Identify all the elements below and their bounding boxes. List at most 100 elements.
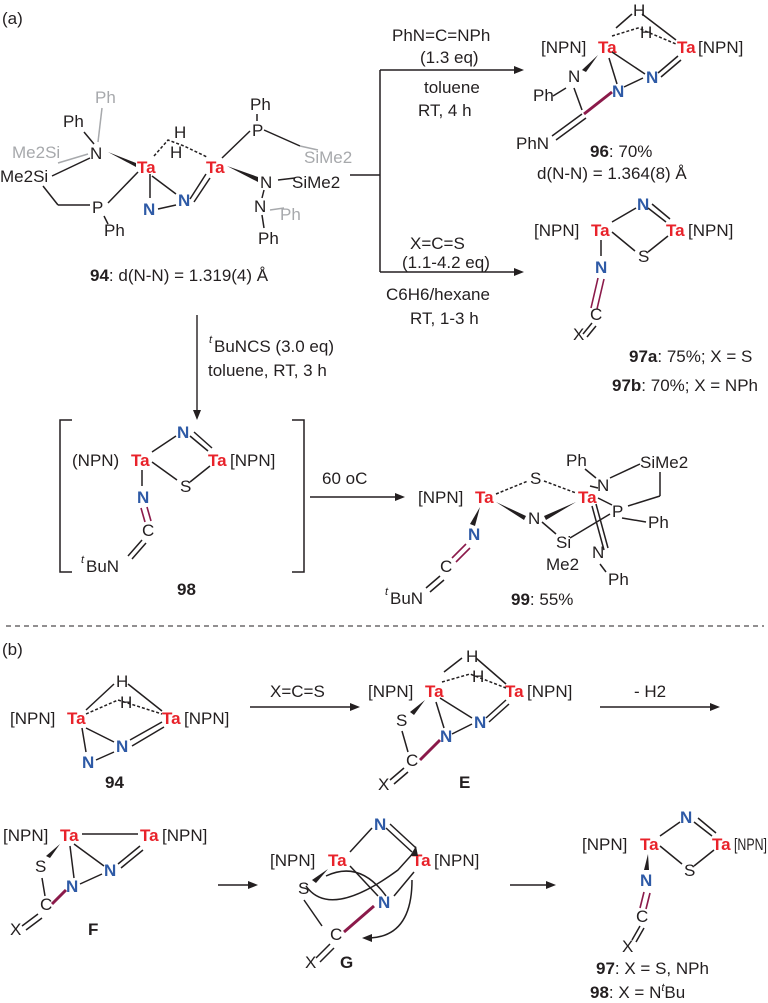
tantalum-label: Ta — [475, 488, 494, 507]
dinitrogen-n-label: N — [178, 191, 190, 210]
phenyl-label: Ph — [250, 95, 271, 114]
x-label: X — [305, 953, 316, 972]
x-label: X — [10, 920, 21, 939]
npn-ligand-label: [NPN] — [162, 826, 207, 845]
butn-label: BuN — [86, 557, 119, 576]
tantalum-label: Ta — [712, 835, 731, 854]
tantalum-label: Ta — [162, 709, 181, 728]
tantalum-label: Ta — [578, 488, 597, 507]
t-superscript: t — [209, 334, 213, 346]
tantalum-label: Ta — [591, 221, 610, 240]
phenyl-label: Ph — [648, 513, 669, 532]
butn-label: BuN — [390, 589, 423, 608]
compound-F-structure: [NPN] Ta Ta [NPN] S N N C X — [3, 826, 207, 939]
nitrogen-label: N — [260, 173, 272, 192]
dinitrogen-n-label: N — [143, 200, 155, 219]
hydride-label: H — [170, 143, 182, 162]
sulfur-label: S — [530, 469, 541, 488]
t-superscript: t — [81, 554, 85, 566]
compound-97-98-structure: [NPN] Ta N Ta [NPN] [NPN] S N C X — [582, 808, 767, 956]
time-label: RT, 1-3 h — [410, 309, 479, 328]
x-label: X — [573, 325, 584, 344]
sime2-label: SiMe2 — [292, 173, 340, 192]
sulfur-label: S — [180, 477, 191, 496]
compound-98-structure: (NPN) Ta N Ta [NPN] S N C t BuN — [59, 419, 305, 576]
phenyl-label: Ph — [608, 570, 629, 589]
sulfur-label: S — [396, 711, 407, 730]
reagent-h2-loss: - H2 — [634, 682, 666, 701]
compound-G-label: G — [340, 953, 353, 972]
tantalum-label: Ta — [666, 221, 685, 240]
me2si-label: Me2Si — [0, 167, 48, 186]
heat-condition: 60 oC — [322, 469, 367, 488]
reagent-eq: (1.1-4.2 eq) — [402, 253, 490, 272]
compound-F-label: F — [88, 920, 98, 939]
dinitrogen-n-label: N — [474, 713, 486, 732]
carbon-label: C — [330, 925, 342, 944]
phenyl-label: Ph — [280, 205, 301, 224]
tantalum-label: Ta — [60, 826, 79, 845]
compound-96-structure: [NPN] Ta H H Ta [NPN] N N N Ph PhN — [516, 1, 743, 153]
phenyl-label: Ph — [533, 86, 554, 105]
compound-97-caption: 97: X = S, NPh — [596, 959, 709, 978]
phosphorus-label: P — [612, 502, 623, 521]
nitrogen-label: N — [90, 144, 102, 163]
tantalum-label: Ta — [505, 682, 524, 701]
compound-96-caption: 96: 70% — [590, 142, 652, 161]
compound-94-b-label: 94 — [105, 773, 124, 792]
nitrido-n-label: N — [177, 423, 189, 442]
carbon-label: C — [142, 521, 154, 540]
isocyanide-n-label: N — [595, 258, 607, 277]
hydride-label: H — [466, 647, 478, 666]
tantalum-label: Ta — [328, 851, 347, 870]
carbon-label: C — [440, 557, 452, 576]
sime2-label: SiMe2 — [640, 453, 688, 472]
me2si-label: Me2Si — [12, 143, 60, 162]
phenyl-label: Ph — [104, 221, 125, 240]
npn-ligand-label: [NPN] — [688, 221, 733, 240]
tantalum-label: Ta — [425, 682, 444, 701]
sime2-label: SiMe2 — [304, 148, 352, 167]
isocyanide-n-label: N — [640, 871, 652, 890]
reagent-xcs: X=C=S — [410, 234, 465, 253]
nitrido-n-label: N — [374, 815, 386, 834]
carbon-label: C — [636, 907, 648, 926]
npn-ligand-label: [NPN] — [3, 826, 48, 845]
reagent-butncs: BuNCS (3.0 eq) — [214, 337, 334, 356]
solvent-label: C6H6/hexane — [386, 285, 490, 304]
compound-99-caption: 99: 55% — [511, 590, 573, 609]
tantalum-label: Ta — [140, 826, 159, 845]
npn-ligand-label: [NPN] — [527, 682, 572, 701]
isocyanide-n-label: N — [137, 488, 149, 507]
tantalum-label: Ta — [640, 835, 659, 854]
panel-label-b: (b) — [2, 640, 23, 659]
npn-ligand-label: [NPN] — [434, 851, 479, 870]
nitrido-n-label: N — [637, 195, 649, 214]
dinitrogen-n-label: N — [440, 727, 452, 746]
nitrogen-label: N — [592, 543, 604, 562]
npn-ligand-label: [NPN] — [184, 709, 229, 728]
silicon-label: Si — [556, 533, 571, 552]
npn-ligand-label: [NPN] — [418, 488, 463, 507]
phenyl-label: Ph — [258, 229, 279, 248]
dinitrogen-n-label: N — [104, 861, 116, 880]
compound-97-structure: [NPN] Ta N Ta [NPN] S N X C — [534, 195, 733, 344]
compound-98-label: 98 — [177, 580, 196, 599]
reagent-xcs-b: X=C=S — [270, 682, 325, 701]
compound-E-structure: [NPN] Ta H H Ta [NPN] S N N C X — [368, 647, 572, 794]
t-superscript: t — [385, 586, 389, 598]
dinitrogen-n-label: N — [378, 893, 390, 912]
compound-G-structure: [NPN] Ta N Ta [NPN] S N C X — [270, 815, 479, 972]
compound-E-label: E — [459, 773, 470, 792]
time-label: RT, 4 h — [418, 101, 472, 120]
solvent-label: toluene, RT, 3 h — [208, 361, 327, 380]
panel-label-a: (a) — [2, 9, 23, 28]
sulfur-label: S — [35, 857, 46, 876]
compound-94-caption: 94: d(N-N) = 1.319(4) Å — [90, 266, 269, 285]
npn-ligand-label: (NPN) — [72, 451, 119, 470]
nitrogen-label: N — [568, 67, 580, 86]
tantalum-label: Ta — [208, 451, 227, 470]
tantalum-label: Ta — [131, 451, 150, 470]
dinitrogen-n-label: N — [116, 737, 128, 756]
hydride-label: H — [120, 693, 132, 712]
